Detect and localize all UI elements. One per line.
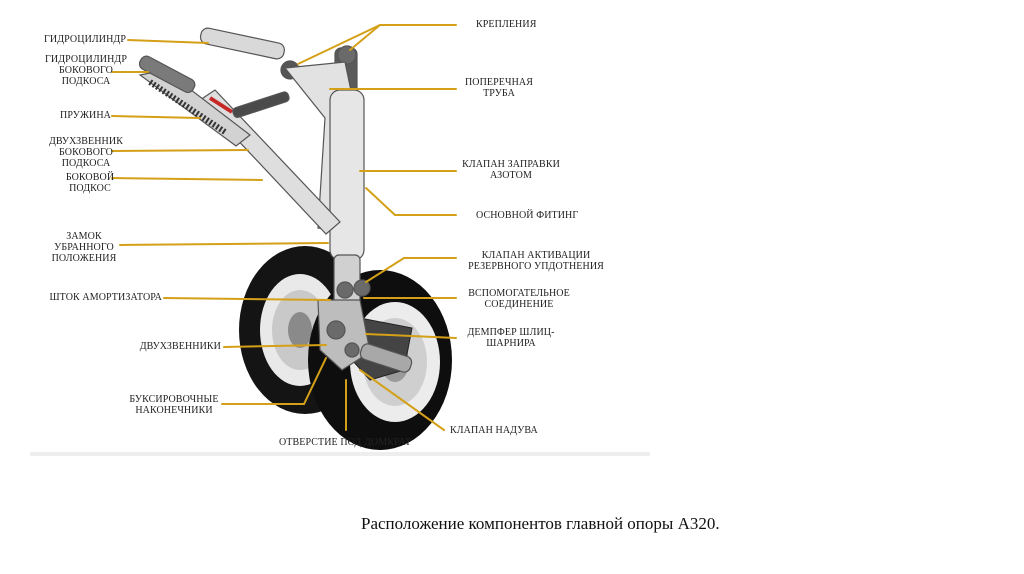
- ground-strip: [30, 452, 650, 456]
- label-inflation-valve: КЛАПАН НАДУВА: [450, 425, 538, 436]
- label-torque-links: ДВУХЗВЕННИКИ: [139, 341, 221, 352]
- label-hydrocylinder: ГИДРОЦИЛИНДР: [44, 34, 126, 45]
- label-nitrogen-valve: КЛАПАН ЗАПРАВКИ АЗОТОМ: [462, 159, 560, 181]
- label-attachments: КРЕПЛЕНИЯ: [476, 19, 537, 30]
- label-aux-connection: ВСПОМОГАТЕЛЬНОЕ СОЕДИНЕНИЕ: [468, 288, 570, 310]
- label-shock-rod: ШТОК АМОРТИЗАТОРА: [49, 292, 162, 303]
- label-spring: ПРУЖИНА: [60, 110, 111, 121]
- figure-caption: Расположение компонентов главной опоры A…: [361, 514, 720, 533]
- label-side-link: ДВУХЗВЕННИК БОКОВОГО ПОДКОСА: [49, 136, 123, 169]
- label-side-brace: БОКОВОЙ ПОДКОС: [65, 172, 115, 194]
- label-cross-tube: ПОПЕРЕЧНАЯ ТРУБА: [464, 77, 534, 99]
- label-jack-point: ОТВЕРСТИЕ ПОД ДОМКРАТ: [278, 437, 412, 448]
- label-backup-seal-valve: КЛАПАН АКТИВАЦИИ РЕЗЕРВНОГО УПДОТНЕНИЯ: [468, 250, 604, 272]
- label-tow-fittings: БУКСИРОВОЧНЫЕ НАКОНЕЧНИКИ: [129, 394, 219, 416]
- gear-structure: [138, 27, 413, 373]
- label-main-fitting: ОСНОВНОЙ ФИТИНГ: [476, 210, 579, 221]
- label-torque-damper: ДЕМПФЕР ШЛИЦ- ШАРНИРА: [467, 327, 555, 349]
- label-uplock: ЗАМОК УБРАННОГО ПОЛОЖЕНИЯ: [51, 231, 117, 264]
- leader-lines: [111, 24, 457, 431]
- label-side-hydrocylinder: ГИДРОЦИЛИНДР БОКОВОГО ПОДКОСА: [45, 54, 127, 87]
